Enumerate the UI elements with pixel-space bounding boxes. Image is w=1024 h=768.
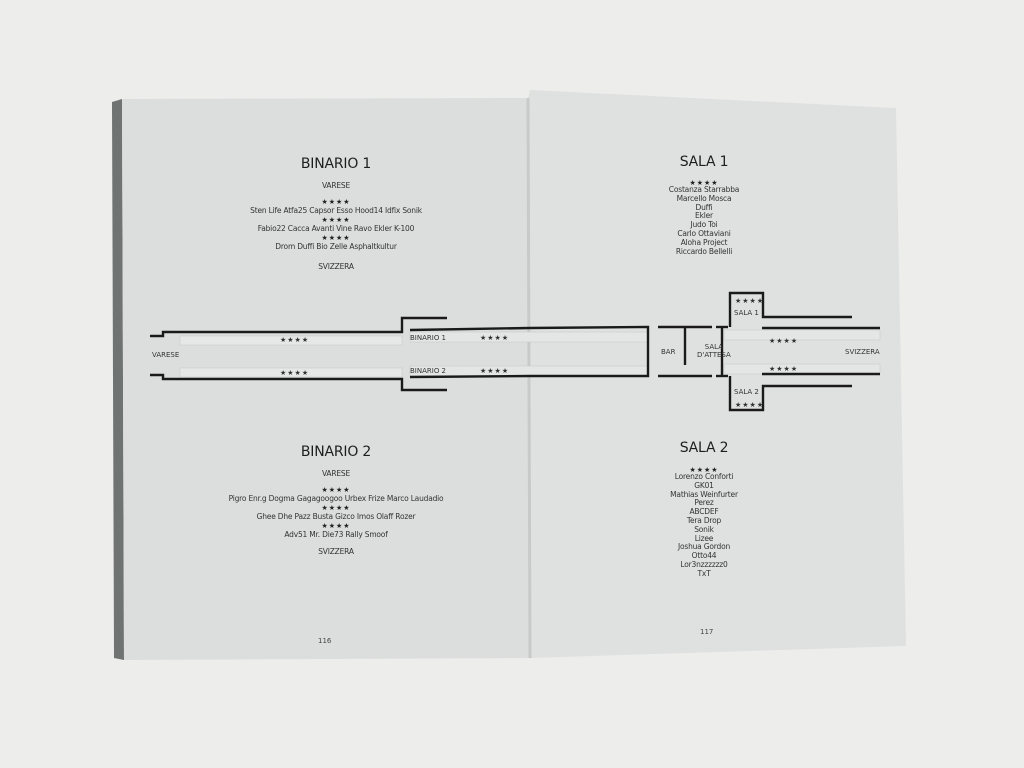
name: Tera Drop [686, 515, 722, 525]
binario1-row: Sten Life Atfa25 Capsor Esso Hood14 Idfi… [250, 206, 422, 215]
map-svizzera: SVIZZERA [845, 348, 880, 356]
stars-icon: ★★★★ [321, 198, 351, 206]
stars-icon: ★★★★ [480, 367, 510, 375]
name: Otto44 [691, 551, 717, 561]
sala2-title: SALA 2 [679, 440, 729, 456]
sala1-names: Costanza Starrabba Marcello Mosca Duffi … [668, 185, 740, 256]
binario1-row: Drom Duffi Bio Zelle Asphaltkultur [275, 242, 397, 251]
binario2-row: Pigro Enr.g Dogma Gagagoogoo Urbex Frize… [228, 494, 444, 503]
name: GK01 [694, 480, 714, 490]
sala1-title: SALA 1 [679, 154, 729, 170]
stars-icon: ★★★★ [280, 336, 310, 344]
binario1-title: BINARIO 1 [300, 156, 372, 172]
page-edges [112, 99, 124, 660]
name: Marcello Mosca [676, 193, 732, 203]
stars-icon: ★★★★ [769, 365, 799, 373]
right-page [528, 90, 906, 658]
name: Carlo Ottaviani [677, 228, 731, 238]
stars-icon: ★★★★ [321, 504, 351, 512]
stars-icon: ★★★★ [689, 466, 719, 474]
stars-icon: ★★★★ [480, 334, 510, 342]
page-number-right: 117 [700, 628, 714, 636]
map-sala2: SALA 2 [734, 388, 759, 396]
station-map [150, 291, 881, 412]
name: Riccardo Bellelli [675, 246, 733, 256]
name: Lor3nzzzzzz0 [680, 559, 728, 569]
binario2-row: Ghee Dhe Pazz Busta Gizco Imos Olaff Roz… [256, 512, 416, 521]
binario2-from: VARESE [321, 469, 351, 478]
stars-icon: ★★★★ [321, 522, 351, 530]
map-varese: VARESE [152, 351, 180, 359]
map-bar: BAR [661, 348, 676, 356]
name: Duffi [695, 202, 713, 212]
name: Ekler [695, 211, 713, 221]
stars-icon: ★★★★ [321, 216, 351, 224]
name: Aloha Project [680, 237, 728, 247]
binario1-to: SVIZZERA [318, 262, 354, 271]
binario2-title: BINARIO 2 [300, 444, 372, 460]
stars-icon: ★★★★ [735, 401, 765, 409]
label: D'ATTESA [697, 351, 731, 359]
stars-icon: ★★★★ [321, 234, 351, 242]
name: Judo Toi [690, 220, 718, 230]
name: Mathias Weinfurter [670, 489, 738, 499]
stars-icon: ★★★★ [280, 369, 310, 377]
name: ABCDEF [689, 507, 719, 517]
stars-icon: ★★★★ [321, 486, 351, 494]
stars-icon: ★★★★ [769, 337, 799, 345]
map-binario1: BINARIO 1 [410, 334, 447, 342]
name: Sonik [694, 524, 714, 534]
stars-icon: ★★★★ [735, 297, 765, 305]
binario1-row: Fabio22 Cacca Avanti Vine Ravo Ekler K-1… [257, 224, 415, 233]
sala2-names: Lorenzo Conforti GK01 Mathias Weinfurter… [670, 472, 738, 579]
label: SALA [704, 343, 723, 351]
name: Costanza Starrabba [668, 185, 740, 194]
name: Lizee [694, 533, 714, 543]
name: Perez [694, 498, 714, 508]
page-number-left: 116 [318, 637, 332, 645]
stars-icon: ★★★★ [689, 179, 719, 187]
name: Joshua Gordon [677, 542, 731, 552]
name: Lorenzo Conforti [674, 472, 734, 481]
binario2-to: SVIZZERA [318, 547, 354, 556]
name: TxT [697, 568, 711, 578]
map-binario2: BINARIO 2 [410, 367, 447, 375]
binario2-row: Adv51 Mr. Die73 Rally Smoof [284, 530, 388, 539]
map-sala1: SALA 1 [734, 309, 759, 317]
binario1-from: VARESE [321, 181, 351, 190]
